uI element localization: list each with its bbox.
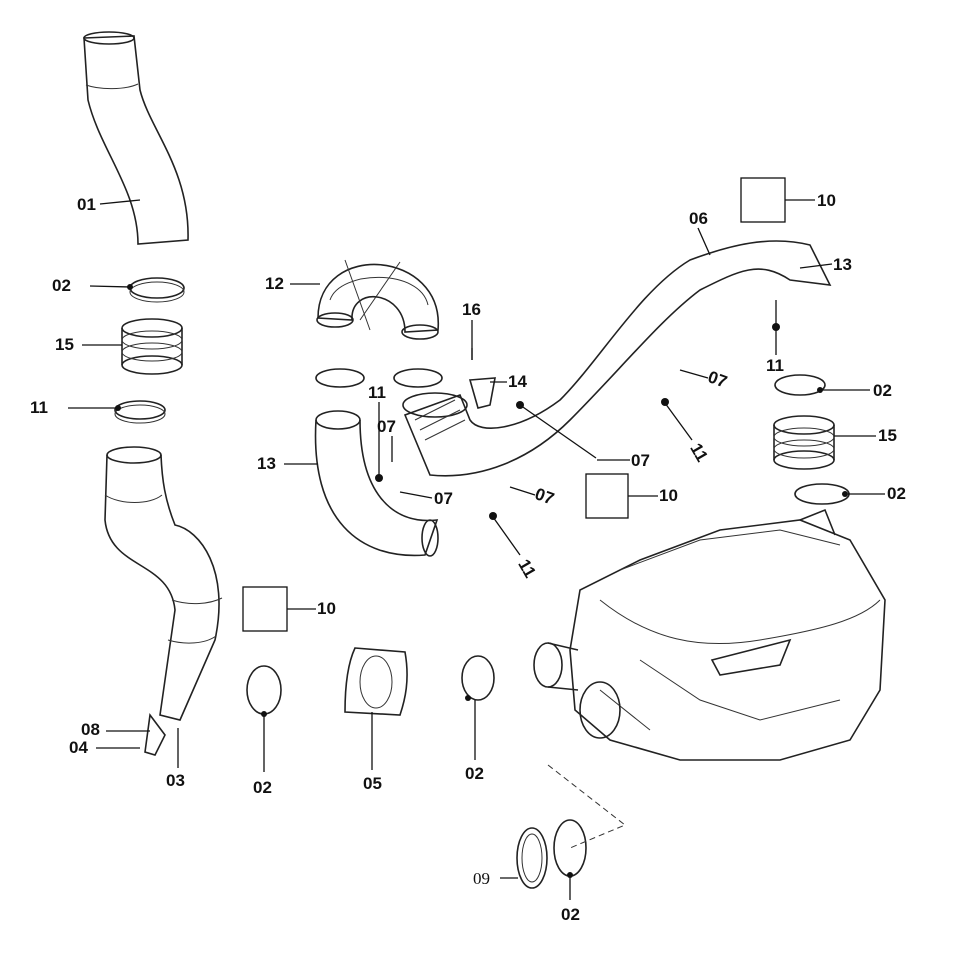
part-13-bend (314, 410, 439, 557)
callout-15: 15 (878, 426, 897, 445)
part-15-coupler-right (773, 415, 835, 470)
callout-14: 14 (508, 372, 527, 391)
callout-09: 09 (473, 869, 490, 888)
callout-01: 01 (77, 195, 96, 214)
callout-04: 04 (69, 738, 88, 757)
callout-11: 11 (368, 383, 386, 402)
callout-07: 07 (377, 417, 396, 436)
callout-07: 07 (631, 451, 650, 470)
part-02-clamp-lower (246, 665, 282, 715)
callout-08: 08 (81, 720, 100, 739)
callout-10: 10 (317, 599, 336, 618)
callout-07: 07 (434, 489, 453, 508)
fasteners (115, 284, 848, 878)
callout-11: 11 (766, 356, 784, 375)
part-09-seal (516, 827, 548, 889)
ref-box-10-top (740, 177, 786, 223)
part-15-coupler-left (121, 318, 183, 375)
callout-11: 11 (30, 398, 48, 417)
part-12-elbow (316, 259, 439, 340)
assembly-dash-line (547, 764, 626, 849)
callout-02: 02 (52, 276, 71, 295)
clamp-right-1 (774, 374, 826, 396)
airbox-assembly (533, 508, 886, 761)
callout-02: 02 (253, 778, 272, 797)
callout-05: 05 (363, 774, 382, 793)
callout-10: 10 (659, 486, 678, 505)
callout-02: 02 (873, 381, 892, 400)
part-05-boot (344, 647, 408, 716)
leader-lines (68, 199, 885, 900)
callout-12: 12 (265, 274, 284, 293)
callout-03: 03 (166, 771, 185, 790)
callout-16: 16 (462, 300, 481, 319)
part-01-duct (83, 31, 189, 245)
ref-box-10-mid (585, 473, 629, 519)
part-11-clamp-left (114, 400, 166, 424)
part-06-main-duct (402, 240, 832, 477)
callout-15: 15 (55, 335, 74, 354)
part-02-clamp-bottom (553, 819, 587, 877)
callout-02: 02 (561, 905, 580, 924)
callout-06: 06 (689, 209, 708, 228)
ref-box-10-left (242, 586, 288, 632)
clamp-right-2 (794, 483, 850, 505)
part-14-bracket (468, 377, 496, 409)
clamp-mid-2 (393, 368, 443, 388)
part-02-clamp-lower-2 (461, 655, 495, 701)
callout-02: 02 (887, 484, 906, 503)
callout-13: 13 (833, 255, 852, 274)
callout-13: 13 (257, 454, 276, 473)
callout-02: 02 (465, 764, 484, 783)
part-03-lower-duct (104, 446, 223, 756)
part-02-clamp-upper-left (129, 277, 185, 303)
clamp-mid-1 (315, 368, 365, 388)
callout-10: 10 (817, 191, 836, 210)
